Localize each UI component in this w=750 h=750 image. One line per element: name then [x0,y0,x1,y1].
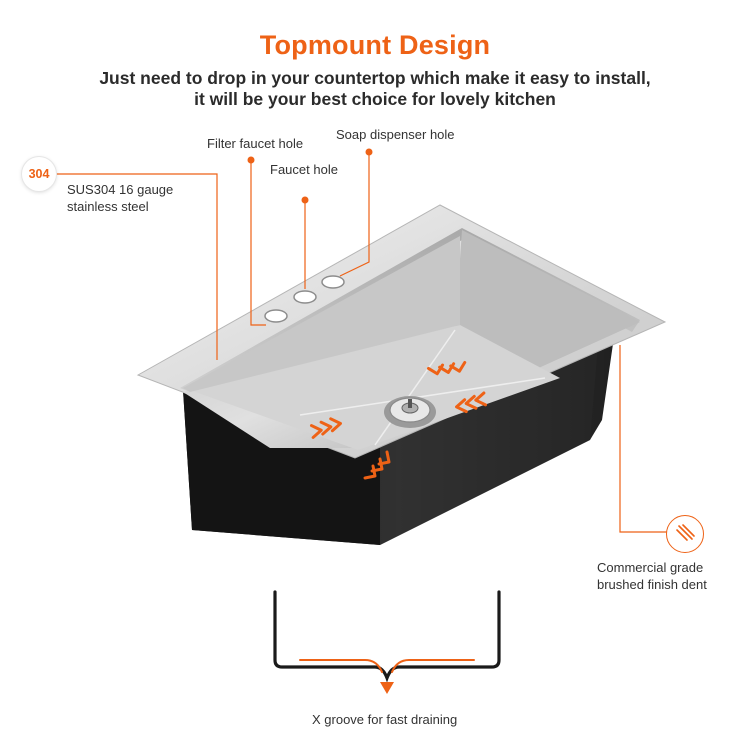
bowl-floor-main [190,325,560,450]
soap-dispenser-hole [321,275,345,289]
drain-strainer-icon [384,396,436,428]
filter-faucet-hole-label: Filter faucet hole [207,136,304,151]
drain-flow-arrows [309,360,488,480]
x-groove-label: X groove for fast draining [312,712,458,727]
material-label-line-2: stainless steel [67,199,149,214]
material-label-line-1: SUS304 16 gauge [67,182,174,197]
soap-dispenser-hole-label: Soap dispenser hole [336,127,455,142]
subtitle-line-2: it will be your best choice for lovely k… [194,89,556,109]
callout-dots [247,148,373,204]
subtitle-line-1: Just need to drop in your countertop whi… [99,68,651,88]
page-title: Topmount Design [259,30,491,60]
bowl-left-wall [183,236,460,392]
faucet-hole [293,290,317,304]
finish-label-line-1: Commercial grade [597,560,704,575]
x-groove-diagram [273,590,501,694]
finish-label-line-2: brushed finish dent [597,577,707,592]
x-groove-line-1 [299,377,546,416]
304-badge-icon: 304 [22,157,56,191]
faucet-hole-label: Faucet hole [270,162,338,177]
page-subtitle: Just need to drop in your countertop whi… [0,68,750,110]
filter-faucet-hole [264,309,288,323]
x-groove-line-2 [374,329,456,446]
callout-leaders [56,152,667,533]
brushed-lines-icon [666,515,704,553]
